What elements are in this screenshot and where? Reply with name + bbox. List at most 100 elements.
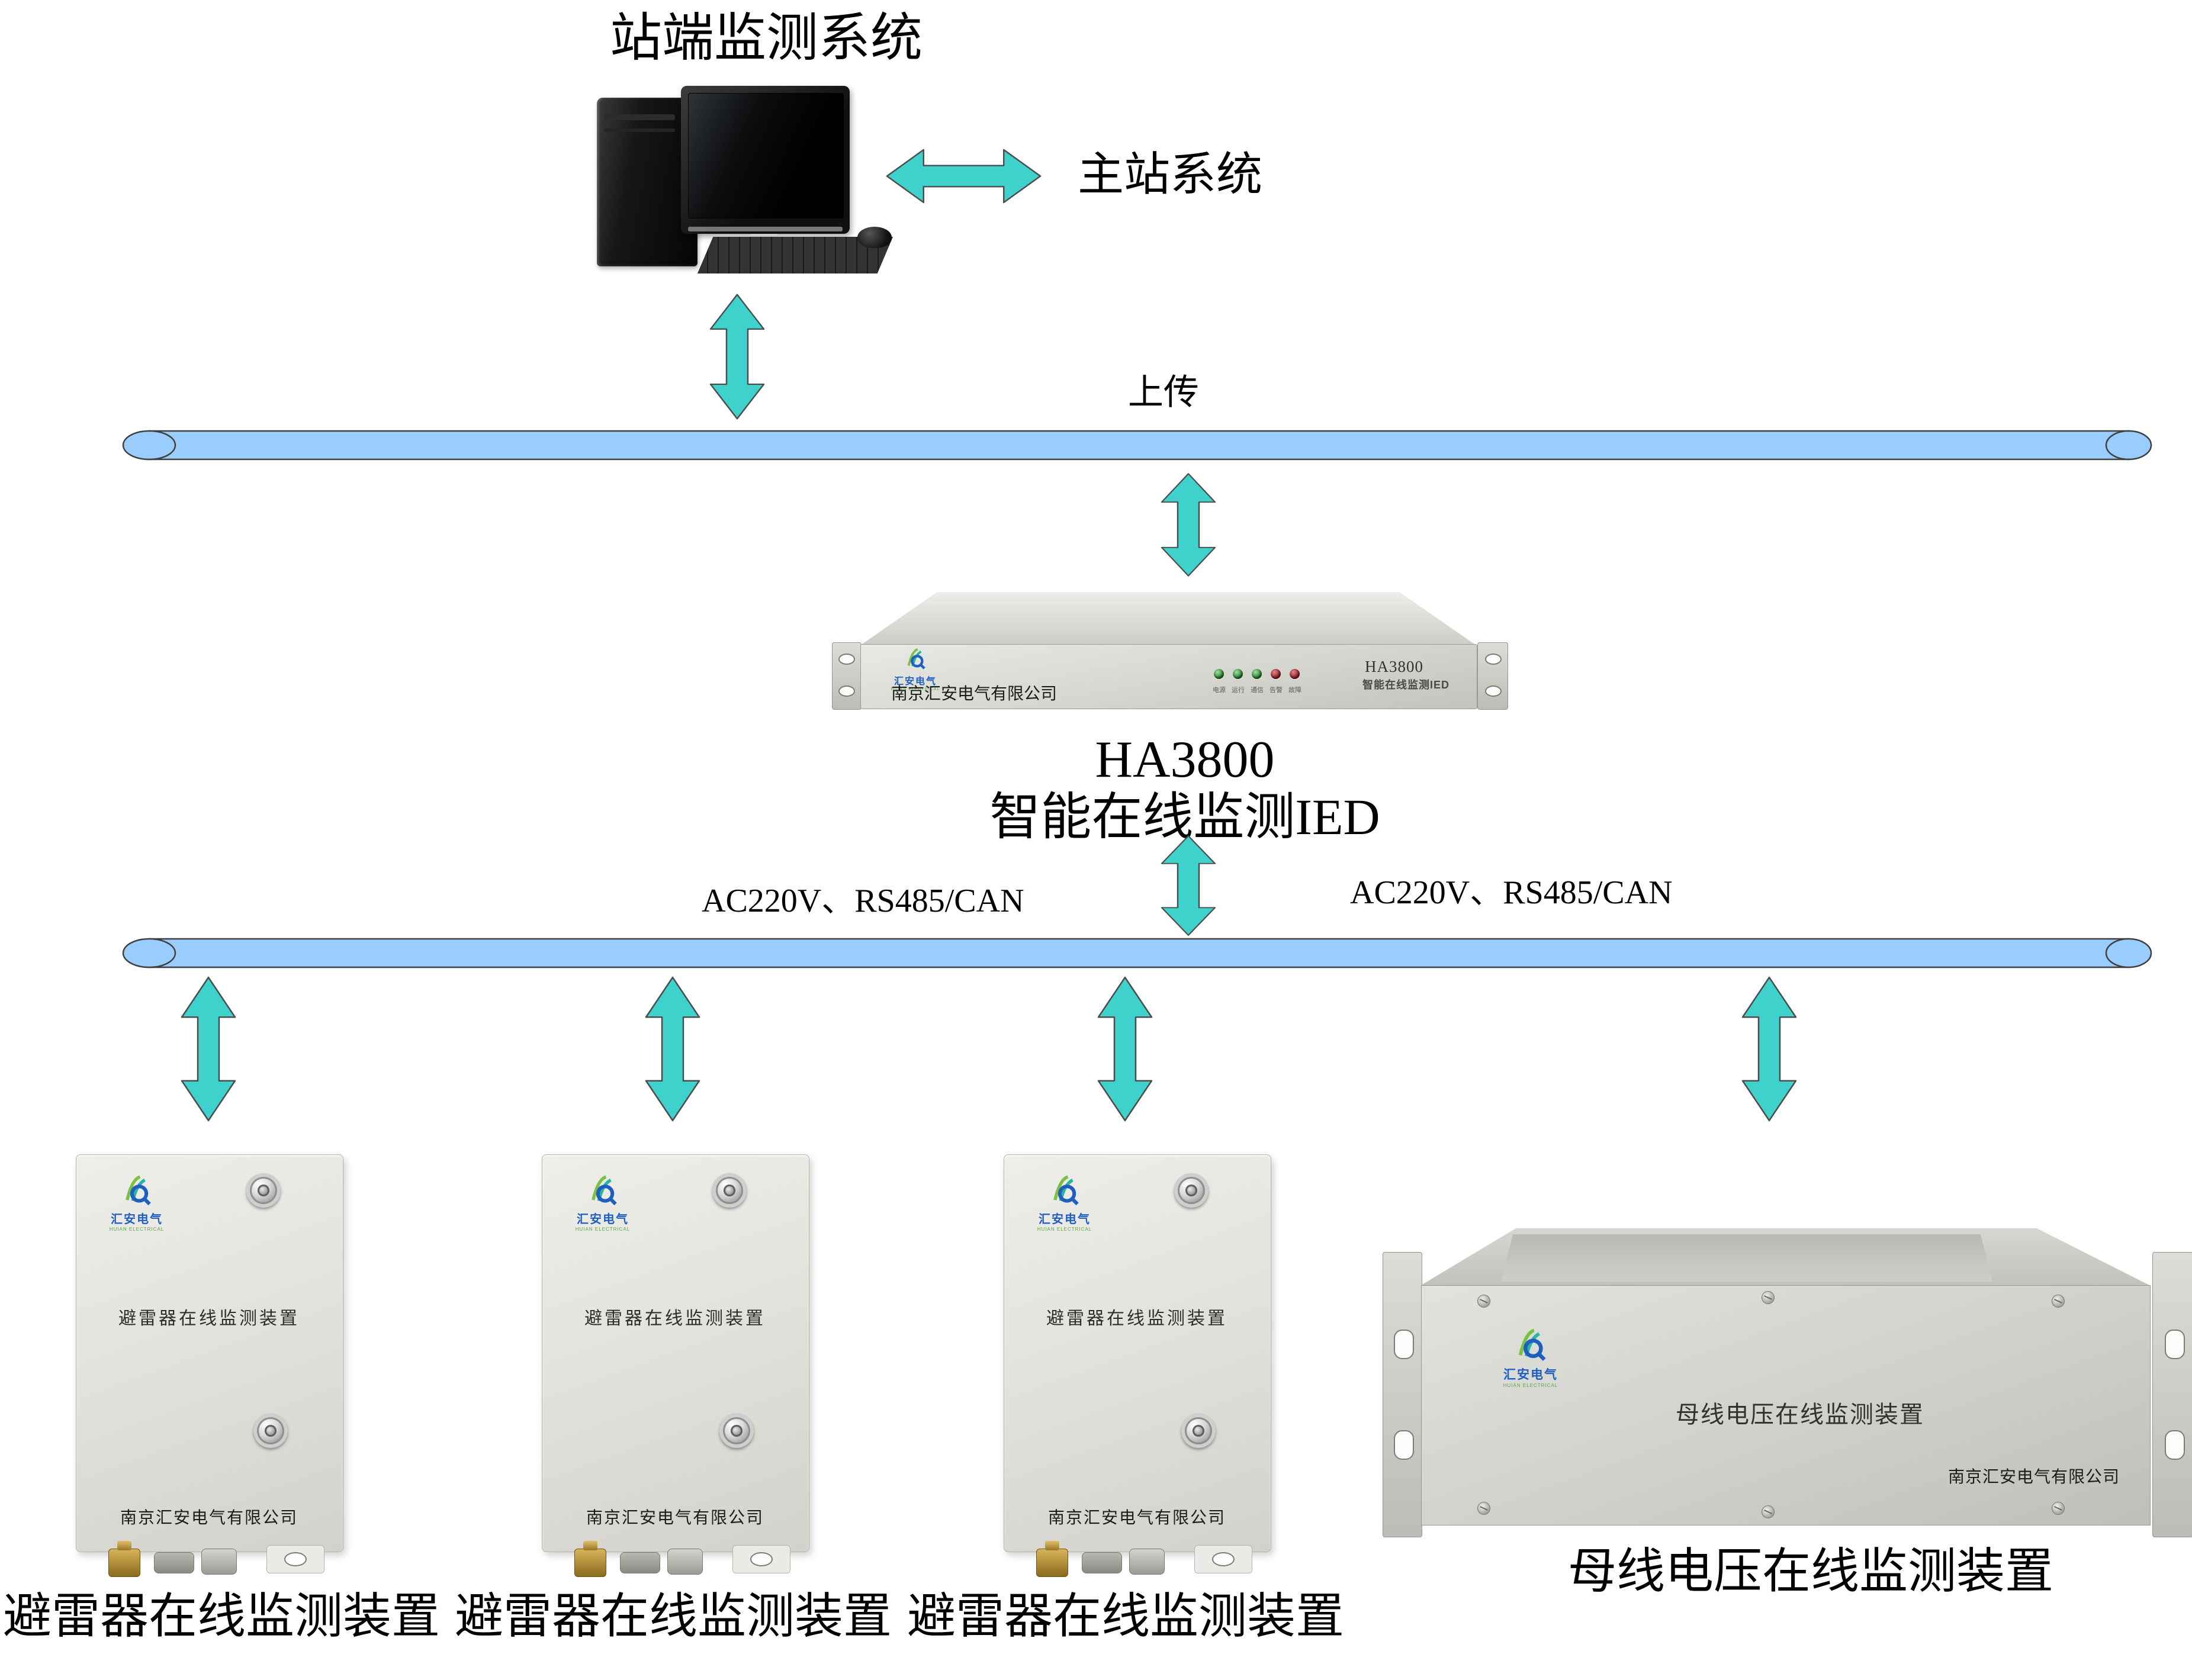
rack-hole [838, 685, 855, 697]
rack-hole [2165, 1330, 2185, 1359]
brand-name-en: HUIAN ELECTRICAL [109, 1227, 165, 1232]
mounting-tab [732, 1545, 790, 1573]
rack-front-panel [1421, 1285, 2151, 1525]
arrester-caption-2: 避雷器在线监测装置 [455, 1589, 892, 1643]
pc-screen [688, 93, 844, 218]
ied-company-name: 南京汇安电气有限公司 [891, 685, 1058, 703]
arrow-computer-bus1 [709, 294, 765, 420]
ied-caption-subtitle: 智能在线监测IED [989, 788, 1380, 845]
led-label: 通信 [1251, 687, 1264, 694]
busbar-device: 汇安电气 HUIAN ELECTRICAL 母线电压在线监测装置 南京汇安电气有… [1383, 1228, 2192, 1539]
ied-panel-model: HA3800 [1365, 658, 1423, 675]
pc-mouse-icon [857, 227, 892, 248]
brass-terminal [574, 1541, 606, 1577]
ied-panel-subtitle: 智能在线监测IED [1362, 679, 1450, 691]
rack-hole [2165, 1430, 2185, 1460]
rack-top-cavity [1501, 1234, 1992, 1282]
bus2-right-label: AC220V、RS485/CAN [1350, 874, 1673, 911]
cable-gland [201, 1549, 237, 1575]
bus2-left-label: AC220V、RS485/CAN [702, 883, 1024, 919]
cable-gland [620, 1552, 660, 1573]
arrester-caption-1: 避雷器在线监测装置 [3, 1589, 441, 1643]
ied-left-rack-ear [832, 642, 862, 710]
brand-name: 汇安电气 [111, 1213, 163, 1226]
brand-logo: 汇安电气 HUIAN ELECTRICAL [104, 1174, 169, 1232]
panel-lock [712, 1173, 747, 1208]
ied-led-row [1214, 669, 1309, 680]
rack-right-ear [2152, 1252, 2192, 1537]
brand-logo-icon [907, 648, 925, 670]
master-system-label: 主站系统 [1078, 149, 1263, 200]
rack-hole [1485, 654, 1502, 665]
pc-monitor-icon [681, 86, 850, 234]
rack-hole [1394, 1330, 1414, 1359]
led-power [1214, 669, 1224, 680]
brand-name: 汇安电气 [1503, 1368, 1558, 1382]
cable-gland [1082, 1552, 1122, 1573]
mounting-hole [750, 1552, 773, 1566]
brand-name-en: HUIAN ELECTRICAL [1503, 1383, 1558, 1388]
busbar-caption: 母线电压在线监测装置 [1568, 1544, 2054, 1598]
led-label: 故障 [1288, 687, 1301, 694]
panel-lock [1181, 1414, 1216, 1448]
arrow-bus2-arrester-3 [1097, 976, 1153, 1122]
cable-gland [667, 1549, 703, 1575]
ied-caption: HA3800 智能在线监测IED [800, 731, 1570, 845]
station-system-title: 站端监测系统 [610, 10, 923, 67]
brand-logo: 汇安电气 HUIAN ELECTRICAL [1032, 1174, 1097, 1232]
led-alarm [1271, 669, 1281, 680]
arrester-panel-label: 避雷器在线监测装置 [118, 1309, 300, 1328]
brand-logo: 汇安电气 HUIAN ELECTRICAL [889, 648, 942, 691]
arrester-box-body [542, 1154, 809, 1552]
pc-monitor-strip [688, 227, 843, 231]
cable-gland [154, 1552, 194, 1573]
mounting-hole [1212, 1552, 1235, 1566]
screw [1477, 1502, 1490, 1515]
arrow-bus2-arrester-2 [645, 976, 700, 1122]
arrow-ied-bus2 [1161, 835, 1216, 936]
mounting-tab [1194, 1545, 1252, 1573]
ied-front-panel [860, 644, 1477, 709]
panel-lock [246, 1173, 281, 1208]
led-label: 电源 [1213, 687, 1226, 694]
arrow-bus2-arrester-1 [181, 976, 236, 1122]
led-label: 运行 [1232, 687, 1245, 694]
network-bus-2 [122, 938, 2152, 968]
arrester-box-body [1004, 1154, 1271, 1552]
brand-logo: 汇安电气 HUIAN ELECTRICAL [1495, 1328, 1566, 1388]
brand-name: 汇安电气 [577, 1213, 629, 1226]
screw [2052, 1295, 2065, 1308]
brand-name-en: HUIAN ELECTRICAL [1037, 1227, 1092, 1232]
arrester-company: 南京汇安电气有限公司 [120, 1508, 298, 1527]
brand-name-en: HUIAN ELECTRICAL [891, 687, 940, 691]
cable-gland [1129, 1549, 1165, 1575]
screw [1762, 1505, 1775, 1518]
screw [2052, 1502, 2065, 1515]
upload-label: 上传 [1128, 373, 1199, 412]
brand-name: 汇安电气 [1039, 1213, 1091, 1226]
arrester-panel-label: 避雷器在线监测装置 [1046, 1309, 1227, 1328]
led-fault [1290, 669, 1300, 680]
led-run [1233, 669, 1243, 680]
busbar-panel-label: 母线电压在线监测装置 [1676, 1402, 1924, 1428]
ied-right-rack-ear [1477, 642, 1508, 710]
screw [1762, 1291, 1775, 1304]
brass-terminal [1036, 1541, 1068, 1577]
pc-tower-icon [597, 98, 698, 266]
arrester-box-body [76, 1154, 343, 1552]
arrester-caption-3: 避雷器在线监测装置 [907, 1589, 1345, 1643]
network-bus-1 [122, 430, 2152, 461]
arrester-box-3: 汇安电气 HUIAN ELECTRICAL 避雷器在线监测装置 南京汇安电气有限… [1004, 1154, 1271, 1578]
arrow-bus2-busbar [1741, 976, 1797, 1122]
arrester-panel-label: 避雷器在线监测装置 [584, 1309, 766, 1328]
busbar-company: 南京汇安电气有限公司 [1948, 1467, 2120, 1486]
arrester-company: 南京汇安电气有限公司 [586, 1508, 764, 1527]
arrow-computer-master [886, 149, 1042, 204]
ied-caption-model: HA3800 [1095, 731, 1275, 788]
arrester-box-2: 汇安电气 HUIAN ELECTRICAL 避雷器在线监测装置 南京汇安电气有限… [542, 1154, 809, 1578]
brand-logo: 汇安电气 HUIAN ELECTRICAL [570, 1174, 635, 1232]
arrester-box-1: 汇安电气 HUIAN ELECTRICAL 避雷器在线监测装置 南京汇安电气有限… [76, 1154, 343, 1578]
brand-name: 汇安电气 [893, 677, 937, 687]
ied-led-labels: 电源运行通信告警故障 [1210, 684, 1304, 695]
